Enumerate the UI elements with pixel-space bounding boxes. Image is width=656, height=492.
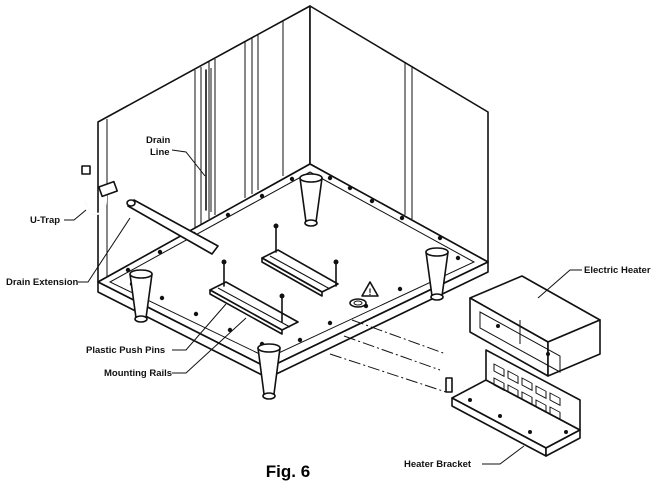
electric-heater [469,275,601,377]
leg-left [129,269,153,323]
label-drain-line-1: Drain [146,135,170,146]
push-pin [273,223,279,253]
heater-bracket [445,349,581,457]
push-pin [333,259,339,287]
label-plastic-push-pins: Plastic Push Pins [86,345,165,356]
heater-side [547,319,601,377]
mounting-rail-front [209,281,299,335]
label-u-trap: U-Trap [30,215,60,226]
alignment-lines [329,319,447,393]
bracket-louvers [493,363,561,421]
svg-text:!: ! [369,287,372,297]
label-electric-heater: Electric Heater [584,265,651,276]
push-pin [279,293,285,323]
label-drain-line-2: Line [150,147,170,158]
figure-caption: Fig. 6 [266,462,310,481]
label-drain-extension: Drain Extension [6,277,79,288]
leg-right [425,247,449,301]
label-heater-bracket: Heater Bracket [404,459,472,470]
label-mounting-rails: Mounting Rails [104,368,172,379]
warning-icon: ! [361,281,379,297]
labels: Drain Line U-Trap Drain Extension Plasti… [6,135,651,470]
drain-hole [349,298,367,308]
leader-lines [64,149,582,465]
push-pin [221,259,227,287]
leg-back [299,173,323,227]
leg-front [257,343,281,400]
drain-extension [126,199,219,255]
u-trap [81,165,119,216]
mounting-rails [209,249,339,335]
push-pins [221,223,339,323]
legs [129,173,449,400]
mounting-rail-back [261,249,339,297]
